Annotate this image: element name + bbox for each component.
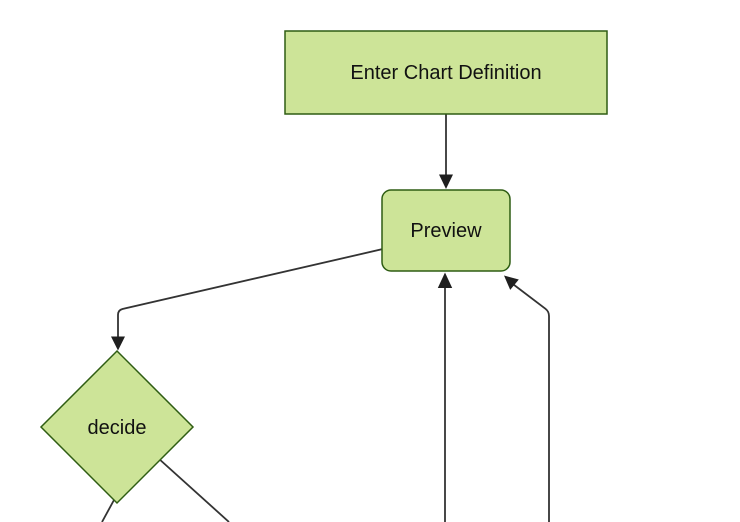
edge-line — [117, 248, 384, 337]
node-label: Preview — [410, 220, 482, 242]
edge-decide-to-offscreen-right — [157, 457, 230, 522]
edge-preview-to-decide — [111, 248, 384, 351]
diamond-shape — [39, 349, 195, 505]
node-preview: Preview — [381, 189, 511, 272]
edge-offscreen-to-preview-bottom — [437, 272, 453, 522]
node-decide: decide — [39, 349, 195, 505]
edge-decide-to-offscreen-left — [101, 499, 115, 522]
edge-offscreen-to-preview-corner — [504, 275, 550, 522]
edge-line — [157, 457, 230, 522]
node-label: decide — [88, 417, 147, 439]
node-label: Enter Chart Definition — [350, 62, 541, 84]
arrowhead-into-preview-corner — [504, 275, 519, 290]
arrowhead-into-preview-top — [439, 174, 453, 189]
edge-line — [512, 283, 550, 522]
rounded-rectangle-shape — [381, 189, 511, 272]
rectangle-shape — [284, 30, 608, 115]
node-enter-chart-definition: Enter Chart Definition — [284, 30, 608, 115]
edge-line — [101, 499, 115, 522]
edge-definition-to-preview — [439, 114, 453, 189]
arrowhead-into-decide-top — [111, 336, 125, 351]
arrowhead-into-preview-bottom — [437, 272, 453, 288]
